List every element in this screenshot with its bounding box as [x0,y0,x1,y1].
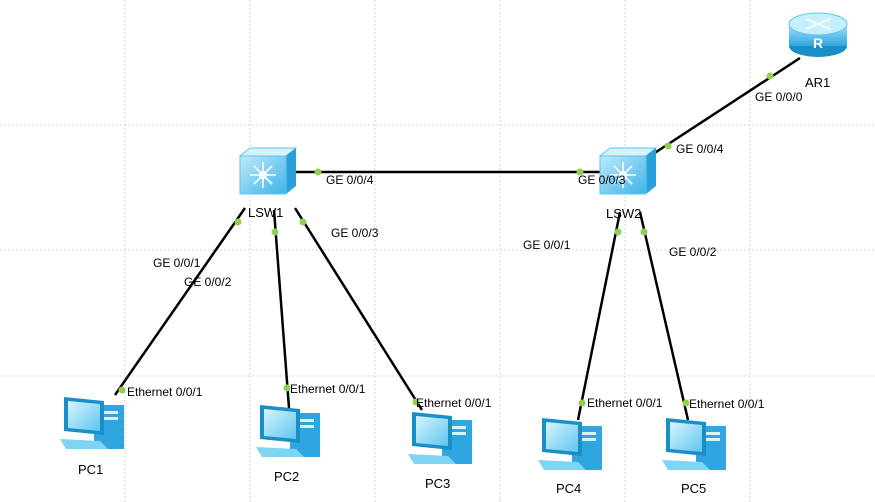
device-name-lsw1: LSW1 [248,205,284,220]
link-lsw1-pc2 [272,209,291,409]
device-name-pc1: PC1 [78,462,104,477]
port-dot [664,142,672,150]
links [113,56,801,421]
device-name-pc3: PC3 [425,476,451,491]
device-name-pc2: PC2 [274,469,300,484]
port-dot [614,228,622,236]
link-ar1-lsw2 [649,56,801,158]
port-dot [271,228,279,236]
port-dot [640,228,648,236]
port-dot [118,386,126,394]
port-label-pc2: Ethernet 0/0/1 [290,382,366,396]
port-dot [234,218,242,226]
device-name-pc4: PC4 [556,481,582,496]
device-name-lsw2: LSW2 [606,206,642,221]
port-dot [682,399,690,407]
port-dots [118,72,774,407]
port-label-lsw2-pc4: GE 0/0/1 [523,238,571,252]
svg-text:R: R [813,35,823,51]
port-label-pc3: Ethernet 0/0/1 [416,396,492,410]
port-label-lsw1-pc3: GE 0/0/3 [331,226,379,240]
switch-icon[interactable] [238,147,298,195]
port-label-ar1-lsw2: GE 0/0/0 [755,90,803,104]
router-icon[interactable]: R [788,12,848,57]
port-label-pc4: Ethernet 0/0/1 [587,396,663,410]
switch-icon[interactable] [598,147,658,195]
pc-icon[interactable] [538,418,602,470]
port-label-lsw2-lsw1: GE 0/0/3 [578,173,626,187]
port-label-lsw1-pc1: GE 0/0/1 [153,256,201,270]
port-label-lsw2-pc5: GE 0/0/2 [669,245,717,259]
link-lsw1-pc1 [113,207,247,396]
pc-icon[interactable] [256,405,320,457]
pc-icon[interactable] [662,418,726,470]
link-lsw2-pc5 [638,211,690,421]
port-dot [299,218,307,226]
port-label-pc1: Ethernet 0/0/1 [127,385,203,399]
link-lsw2-pc4 [576,211,622,421]
device-name-pc5: PC5 [681,481,707,496]
port-dot [314,168,322,176]
port-label-lsw1-pc2: GE 0/0/2 [184,275,232,289]
port-dot [283,384,291,392]
link-lsw1-pc3 [293,207,424,411]
port-label-pc5: Ethernet 0/0/1 [689,397,765,411]
pc-icon[interactable] [60,397,124,449]
pc-icon[interactable] [408,412,472,464]
port-dot [412,398,420,406]
port-label-lsw1-lsw2: GE 0/0/4 [326,173,374,187]
port-dot [766,72,774,80]
port-dot [576,168,584,176]
device-name-ar1: AR1 [805,75,831,90]
port-dot [578,399,586,407]
port-label-lsw2-ar1: GE 0/0/4 [676,142,724,156]
